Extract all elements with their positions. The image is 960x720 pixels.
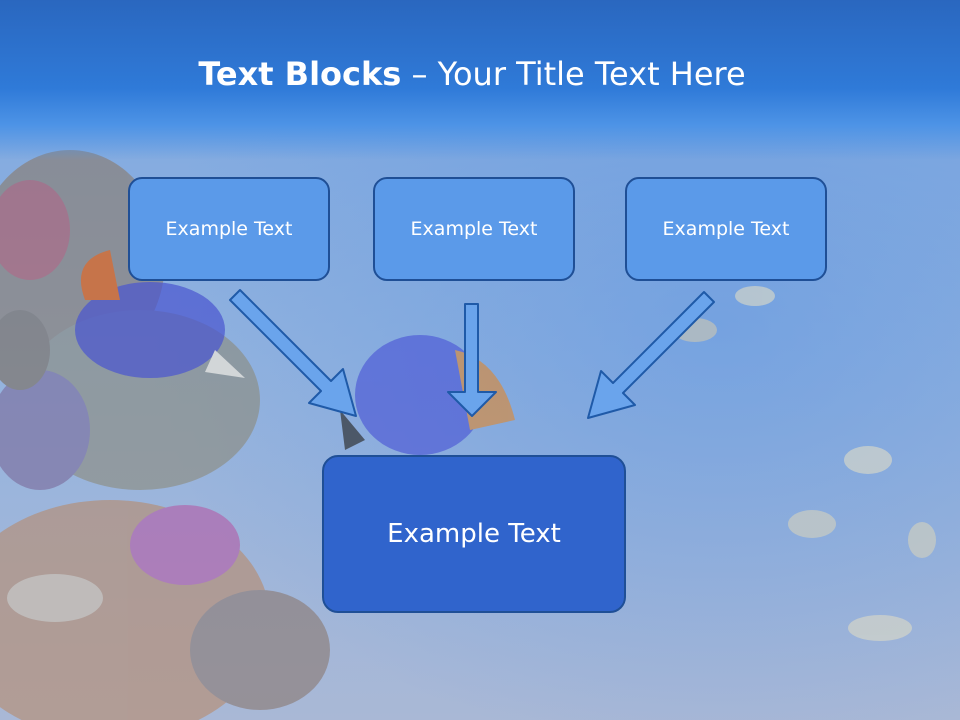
- title-bold: Text Blocks: [198, 55, 402, 93]
- title-rest: Your Title Text Here: [437, 55, 746, 93]
- text-block-left: Example Text: [128, 177, 330, 281]
- text-block-target-label: Example Text: [387, 519, 561, 549]
- text-block-right-label: Example Text: [662, 218, 790, 240]
- slide-title: Text Blocks – Your Title Text Here: [0, 52, 944, 96]
- butterfly-fish: [75, 250, 245, 378]
- title-separator: –: [401, 55, 438, 93]
- arrow-center: [447, 303, 497, 417]
- text-block-right: Example Text: [625, 177, 827, 281]
- arrow-left: [229, 289, 357, 417]
- text-block-target: Example Text: [322, 455, 626, 613]
- text-block-center: Example Text: [373, 177, 575, 281]
- text-block-left-label: Example Text: [165, 218, 293, 240]
- text-block-center-label: Example Text: [410, 218, 538, 240]
- arrow-right: [587, 291, 715, 419]
- title-band: [0, 0, 960, 160]
